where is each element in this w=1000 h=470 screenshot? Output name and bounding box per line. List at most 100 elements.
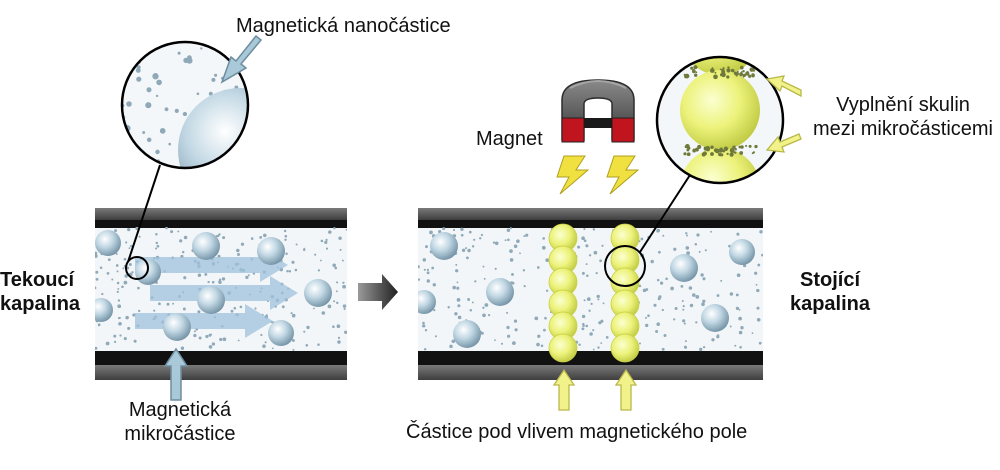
- gap-fill-pointer-arrow: [765, 75, 802, 98]
- nanoparticle: [685, 74, 689, 78]
- nanoparticle: [335, 290, 338, 293]
- nanoparticle: [702, 151, 707, 156]
- nanoparticle: [692, 69, 696, 74]
- chain-microparticle: [548, 333, 578, 363]
- nanoparticle: [262, 344, 266, 348]
- nanoparticle: [700, 273, 704, 277]
- nanoparticle: [465, 247, 468, 250]
- nanoparticle: [116, 270, 119, 273]
- nanoparticle: [761, 253, 763, 257]
- nanoparticle: [656, 229, 660, 233]
- nanoparticle: [734, 148, 737, 151]
- nanoparticle: [281, 305, 285, 309]
- nanoparticle: [131, 271, 134, 274]
- flowing-liquid-label: Tekoucí kapalina: [0, 268, 80, 316]
- nanoparticle: [545, 289, 549, 292]
- nanoparticle: [140, 42, 147, 49]
- nanoparticle: [650, 259, 654, 264]
- nanoparticle: [182, 307, 186, 311]
- nanoparticle: [145, 162, 151, 168]
- nanoparticle: [494, 267, 497, 270]
- nanoparticle: [294, 268, 298, 272]
- nanoparticle: [684, 340, 687, 343]
- nanoparticle: [123, 337, 127, 341]
- nanoparticle: [128, 247, 131, 250]
- nanoparticle: [755, 283, 758, 286]
- nanoparticle: [583, 299, 586, 302]
- microparticle-pointer-arrow: [163, 347, 189, 401]
- nanoparticle: [592, 348, 595, 351]
- flow-arrow: [135, 304, 273, 338]
- nanoparticle: [211, 77, 216, 82]
- nanoparticle: [264, 341, 267, 344]
- nanoparticle: [200, 47, 203, 50]
- nanoparticle: [752, 69, 756, 72]
- gap-fill-label-line2: mezi mikročásticemi: [812, 118, 994, 140]
- nanoparticle: [586, 297, 591, 301]
- standing-liquid-label: Stojící kapalina: [780, 268, 880, 316]
- microparticle: [268, 320, 294, 346]
- nanoparticle: [182, 111, 188, 117]
- nanoparticle: [447, 306, 450, 309]
- nanoparticle: [211, 342, 216, 346]
- nanoparticle: [662, 234, 665, 237]
- nanoparticle: [541, 245, 546, 250]
- nanoparticle: [259, 236, 263, 239]
- nanoparticle: [146, 137, 152, 143]
- nanoparticle: [136, 76, 142, 82]
- nanoparticle: [152, 42, 159, 46]
- nanoparticle: [177, 51, 181, 55]
- nanoparticle: [471, 245, 475, 248]
- nanoparticle: [237, 253, 240, 256]
- nanoparticle: [698, 347, 703, 352]
- nanoparticle: [738, 330, 743, 335]
- nanoparticle: [460, 233, 464, 237]
- nanoparticle: [599, 259, 602, 263]
- nanoparticle: [156, 244, 160, 248]
- microparticle: [95, 230, 121, 256]
- nanoparticle: [719, 68, 722, 71]
- nanoparticle: [319, 259, 322, 262]
- nanoparticle: [452, 285, 457, 290]
- nanoparticle: [95, 251, 98, 255]
- microparticle: [453, 320, 481, 348]
- nanoparticle: [133, 339, 137, 343]
- nanoparticle: [118, 321, 122, 326]
- nanoparticle: [240, 242, 245, 246]
- nanoparticle: [284, 238, 287, 242]
- nanoparticle: [602, 302, 605, 305]
- nanoparticle: [197, 273, 202, 277]
- nanoparticle: [113, 340, 117, 344]
- nanoparticle: [125, 315, 129, 320]
- nanoparticle: [484, 303, 489, 307]
- nanoparticle: [193, 330, 196, 333]
- microparticle: [304, 279, 332, 307]
- nanoparticle: [122, 267, 125, 270]
- nanoparticle: [640, 237, 644, 241]
- nanoparticle-label: Magnetická nanočástice: [236, 15, 451, 37]
- nanoparticle: [332, 263, 336, 268]
- nanoparticle: [696, 66, 698, 68]
- field-lightning-icon: [606, 155, 640, 195]
- nanoparticle: [751, 332, 754, 334]
- nanoparticle: [286, 270, 289, 273]
- nanoparticle: [197, 310, 201, 314]
- nanoparticle: [198, 336, 202, 340]
- nanoparticle: [317, 343, 320, 346]
- nanoparticle: [303, 330, 306, 333]
- nanoparticle: [544, 316, 547, 320]
- nanoparticle: [116, 290, 119, 294]
- nanoparticle: [726, 152, 729, 156]
- nanoparticle: [156, 42, 161, 46]
- nanoparticle: [336, 281, 339, 284]
- nanoparticle: [739, 346, 742, 349]
- nanoparticle: [577, 245, 581, 249]
- nanoparticle: [509, 249, 513, 253]
- nanoparticle: [152, 73, 159, 80]
- nanoparticle: [333, 300, 336, 303]
- nanoparticle: [656, 322, 660, 326]
- nanoparticle: [431, 266, 435, 270]
- nanoparticle: [742, 73, 746, 77]
- nanoparticle: [121, 285, 124, 289]
- nanoparticle: [758, 341, 762, 345]
